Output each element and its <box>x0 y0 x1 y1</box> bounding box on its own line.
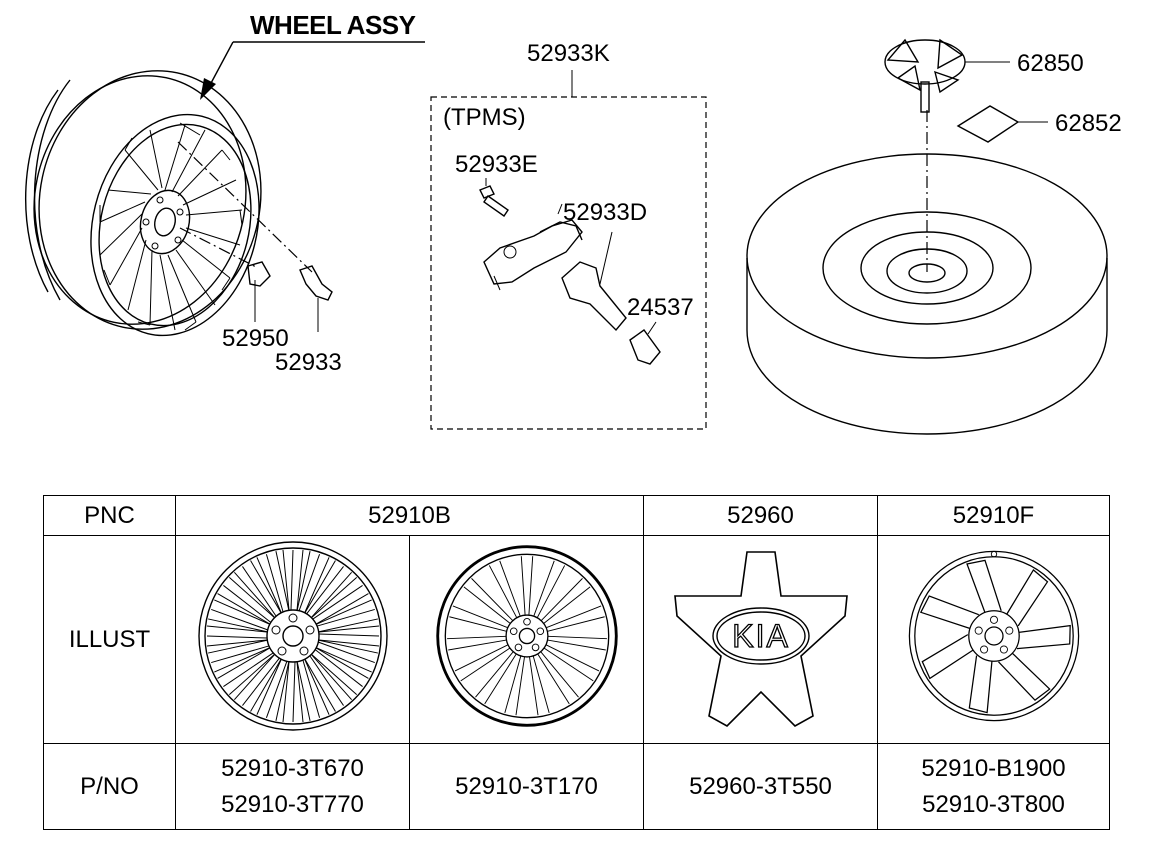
label-spare-bolt: 62850 <box>1017 50 1084 77</box>
pno-cell: 52910-3T670 52910-3T770 <box>175 743 410 830</box>
wheel-multispoke-image <box>197 541 388 731</box>
row-header-pno: P/NO <box>43 743 176 830</box>
row-header-pnc: PNC <box>43 495 176 536</box>
wheel-finespoke-image <box>435 545 618 727</box>
part-number: 52910-3T770 <box>221 790 364 818</box>
spare-wheel-image <box>908 550 1079 722</box>
label-tpms: (TPMS) <box>443 104 526 131</box>
pno-cell: 52910-3T170 <box>409 743 644 830</box>
pno-cell: 52910-B1900 52910-3T800 <box>877 743 1110 830</box>
illust-center-cap: KIA <box>643 535 878 744</box>
label-valve-stem: 52933 <box>275 349 342 376</box>
label-nut: 52950 <box>222 325 289 352</box>
part-number: 52910-B1900 <box>921 754 1066 782</box>
illust-spare-wheel <box>877 535 1110 744</box>
tpms-box <box>430 96 707 430</box>
label-valve: 52933D <box>563 199 648 226</box>
row-header-illust: ILLUST <box>43 535 176 744</box>
pnc-cell: 52910B <box>175 495 644 536</box>
kia-logo: KIA <box>732 618 790 654</box>
pnc-cell: 52910F <box>877 495 1110 536</box>
label-cap: 24537 <box>627 294 694 321</box>
wheel-assy-title: WHEEL ASSY <box>250 10 416 40</box>
center-cap-image: KIA <box>673 551 848 727</box>
illust-wheel-finespoke <box>409 535 644 744</box>
part-number: 52910-3T800 <box>922 790 1065 818</box>
diagram-drawing <box>25 38 1108 435</box>
wheel-assy-drawing <box>25 70 333 337</box>
spare-tire-drawing <box>746 38 1108 435</box>
label-screw: 52933E <box>455 151 538 178</box>
illust-wheel-multispoke <box>175 535 410 744</box>
pno-row: P/NO 52910-3T670 52910-3T770 52910-3T170… <box>43 743 1110 830</box>
tpms-parts-drawing <box>479 178 661 365</box>
part-number: 52910-3T670 <box>221 754 364 782</box>
pno-cell: 52960-3T550 <box>643 743 878 830</box>
part-number: 52910-3T170 <box>455 772 598 800</box>
pnc-row: PNC 52910B 52960 52910F <box>43 495 1110 536</box>
exploded-diagram: WHEEL ASSY 52933K (TPMS) 52933E 52933D 2… <box>25 10 1122 435</box>
pnc-cell: 52960 <box>643 495 878 536</box>
part-number: 52960-3T550 <box>689 772 832 800</box>
label-tpms-kit: 52933K <box>527 40 610 67</box>
illust-row: ILLUST <box>43 535 1110 744</box>
part-number-table: PNC 52910B 52960 52910F ILLUST <box>43 495 1110 830</box>
label-spare-label: 62852 <box>1055 110 1122 137</box>
